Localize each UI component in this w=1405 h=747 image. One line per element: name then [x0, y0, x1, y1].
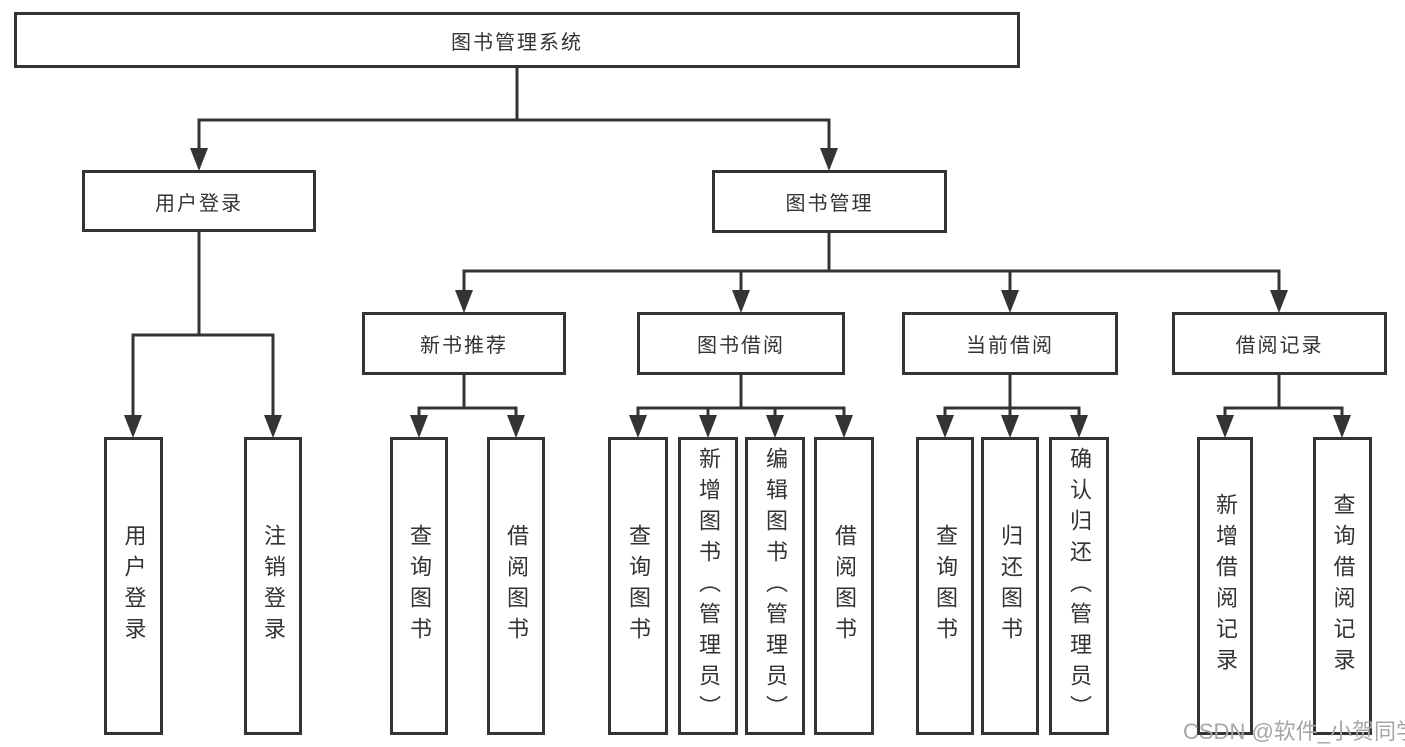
leaf-borrow-books: 借阅图书: [487, 437, 545, 735]
leaf-label: 查询借阅记录: [1330, 493, 1356, 679]
leaf-label: 用户登录: [121, 524, 147, 648]
arrowhead-down-icon: [124, 415, 142, 438]
leaf-label: 借阅图书: [832, 524, 857, 648]
node-current-borrow: 当前借阅: [902, 312, 1118, 375]
leaf-add-book-admin: 新增图书（管理员）: [678, 437, 738, 735]
arrowhead-down-icon: [835, 415, 853, 438]
node-label: 借阅记录: [1235, 335, 1324, 357]
node-library-management-system: 图书管理系统: [14, 12, 1020, 68]
arrowhead-down-icon: [766, 415, 784, 438]
arrowhead-down-icon: [629, 415, 647, 438]
leaf-label: 编辑图书（管理员）: [763, 446, 788, 726]
node-label: 图书管理系统: [451, 31, 583, 54]
connector-group-6: [1223, 373, 1344, 418]
arrowhead-down-icon: [507, 415, 525, 438]
leaf-label: 注销登录: [261, 524, 286, 648]
leaf-label: 新增借阅记录: [1213, 493, 1238, 679]
leaf-add-borrow-record: 新增借阅记录: [1197, 437, 1253, 735]
node-label: 当前借阅: [966, 335, 1054, 357]
arrowhead-down-icon: [264, 415, 282, 438]
leaf-logout: 注销登录: [244, 437, 302, 735]
node-new-book-recommend: 新书推荐: [362, 312, 566, 375]
leaf-label: 新增图书（管理员）: [696, 446, 721, 726]
arrowhead-down-icon: [1001, 290, 1019, 313]
arrowhead-down-icon: [1001, 415, 1019, 438]
node-book-borrow: 图书借阅: [637, 312, 845, 375]
node-label: 用户登录: [155, 192, 243, 215]
node-label: 图书管理: [785, 193, 874, 215]
leaf-label: 确认归还（管理员）: [1067, 446, 1092, 726]
leaf-label: 查询图书: [933, 524, 958, 648]
arrowhead-down-icon: [699, 415, 717, 438]
node-label: 新书推荐: [420, 335, 508, 357]
leaf-query-borrow-record: 查询借阅记录: [1313, 437, 1372, 735]
leaf-query-books: 查询图书: [916, 437, 974, 735]
leaf-label: 查询图书: [626, 524, 651, 648]
leaf-label: 查询图书: [407, 524, 432, 648]
connector-group-2: [462, 231, 1281, 293]
connector-group-4: [636, 373, 846, 418]
arrowhead-down-icon: [936, 415, 954, 438]
connector-group-1: [131, 230, 275, 418]
arrowhead-down-icon: [1333, 415, 1351, 438]
leaf-label: 借阅图书: [504, 524, 529, 648]
leaf-query-books: 查询图书: [390, 437, 448, 735]
leaf-edit-book-admin: 编辑图书（管理员）: [745, 437, 805, 735]
leaf-borrow-books: 借阅图书: [814, 437, 874, 735]
leaf-query-books: 查询图书: [608, 437, 668, 735]
node-user-login: 用户登录: [82, 170, 316, 232]
node-borrow-records: 借阅记录: [1172, 312, 1387, 375]
arrowhead-down-icon: [1216, 415, 1234, 438]
arrowhead-down-icon: [732, 290, 750, 313]
node-label: 图书借阅: [697, 335, 785, 357]
leaf-return-books: 归还图书: [981, 437, 1039, 735]
connector-group-5: [943, 373, 1081, 418]
leaf-user-login: 用户登录: [104, 437, 163, 735]
leaf-confirm-return-admin: 确认归还（管理员）: [1049, 437, 1109, 735]
arrowhead-down-icon: [820, 148, 838, 171]
arrowhead-down-icon: [1270, 290, 1288, 313]
csdn-watermark: CSDN @软件_小贺同学: [1183, 719, 1405, 744]
connector-group-0: [197, 66, 831, 151]
node-book-management: 图书管理: [712, 170, 947, 233]
arrowhead-down-icon: [455, 290, 473, 313]
connector-group-3: [417, 373, 518, 418]
arrowhead-down-icon: [190, 148, 208, 171]
arrowhead-down-icon: [410, 415, 428, 438]
arrowhead-down-icon: [1070, 415, 1088, 438]
leaf-label: 归还图书: [998, 524, 1023, 648]
